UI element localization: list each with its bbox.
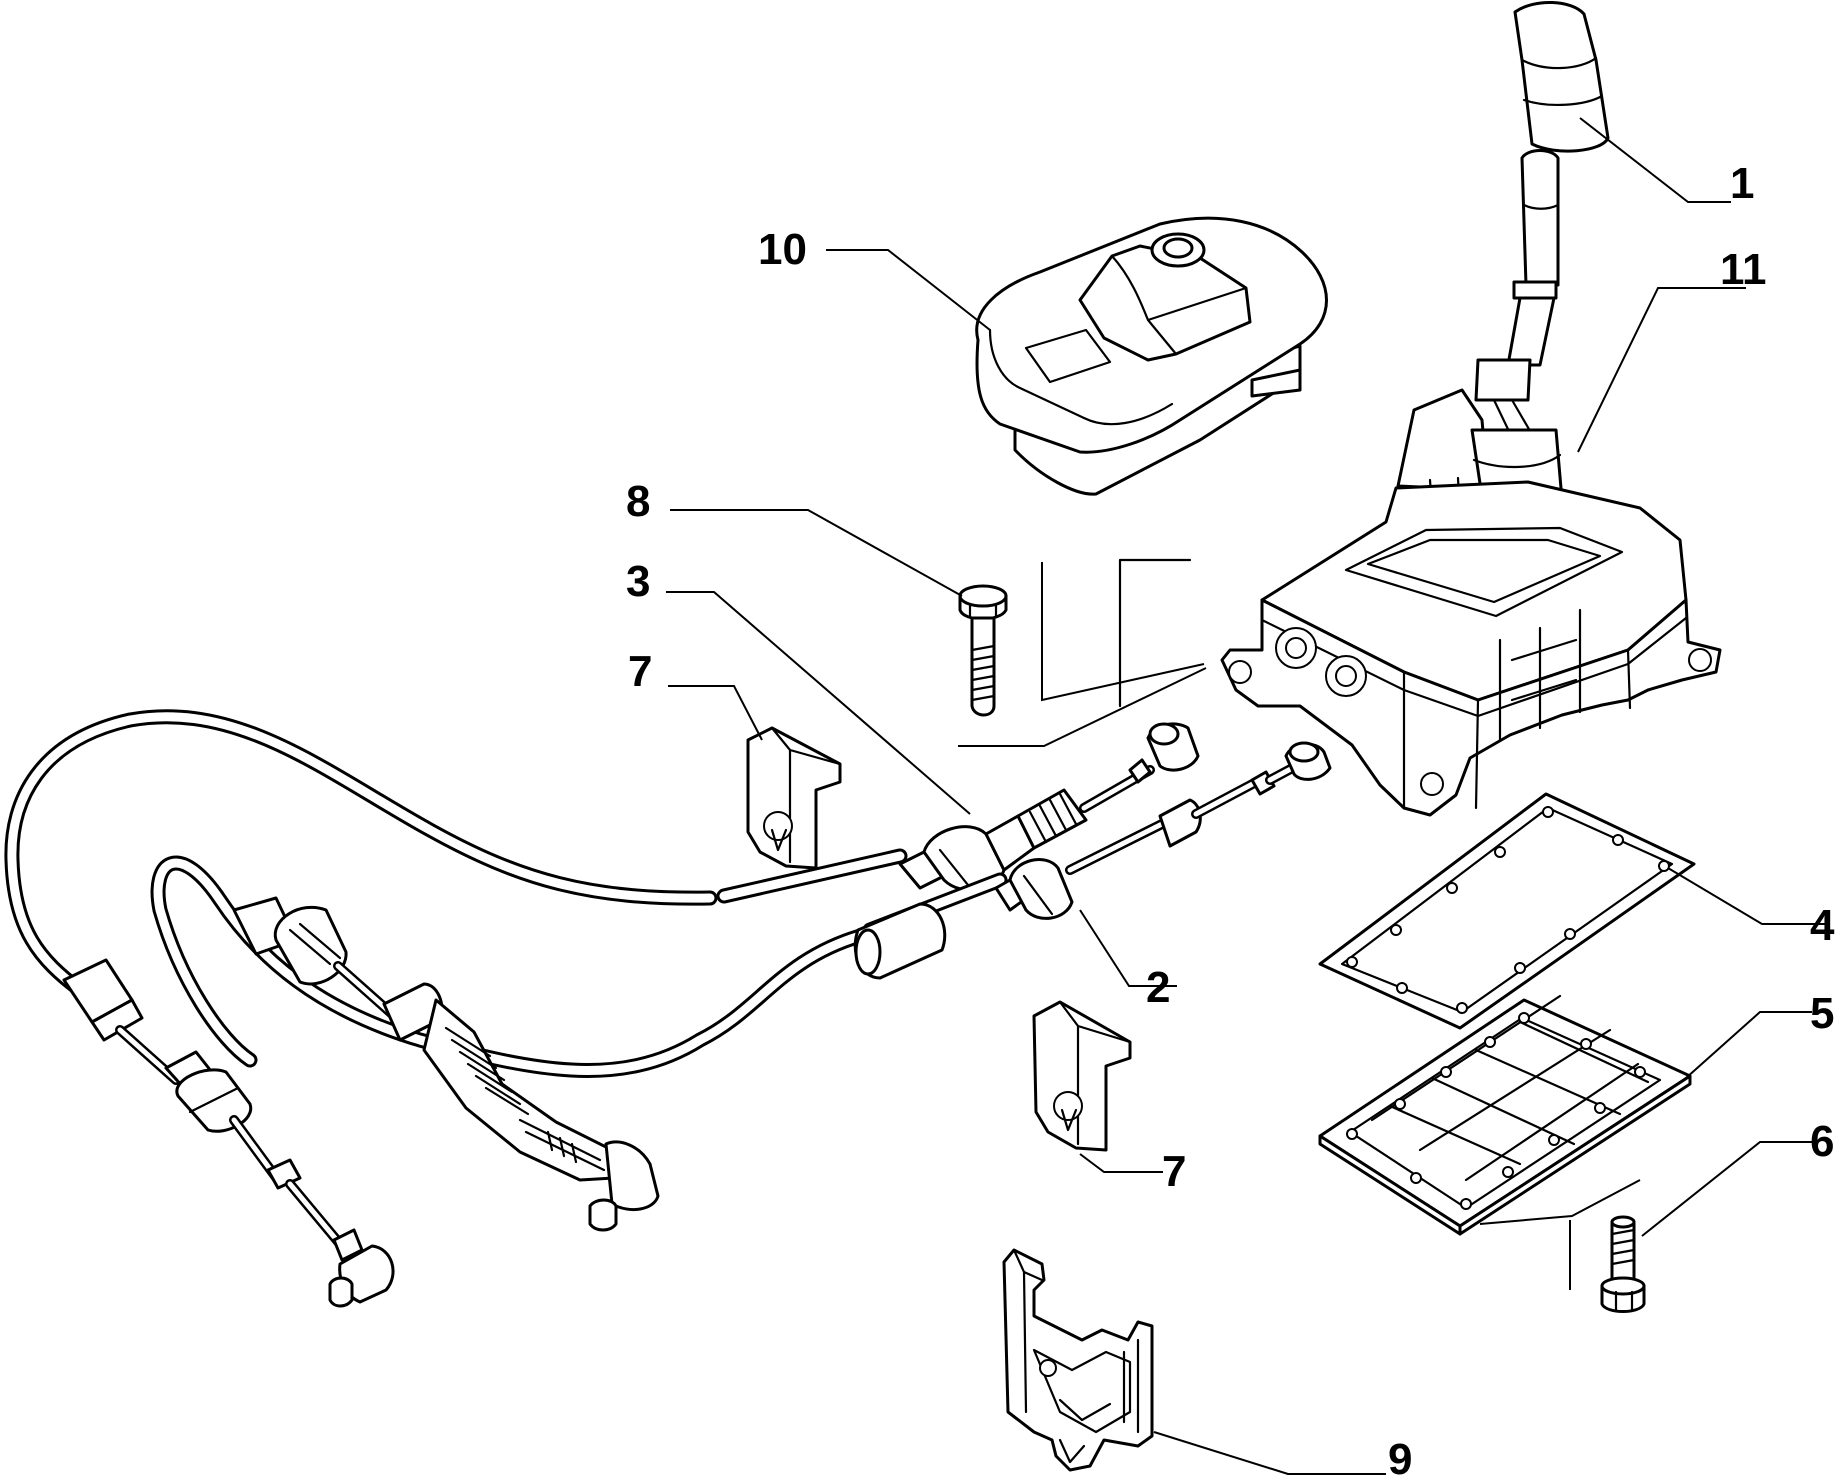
callout-9: 9: [1388, 1435, 1412, 1478]
callout-7-lower: 7: [1162, 1147, 1186, 1196]
cable-bracket: [1002, 1248, 1154, 1472]
leader-4: [1667, 867, 1827, 925]
leader-housing-b: [958, 667, 1207, 747]
callout-7-upper: 7: [628, 647, 652, 696]
leader-2: [1079, 909, 1177, 987]
leader-lines: [666, 117, 1827, 1475]
base-plate: [1318, 994, 1692, 1236]
bolt: [958, 584, 1008, 717]
callout-10: 10: [758, 225, 807, 274]
leader-5: [1685, 1011, 1812, 1079]
leader-7a: [668, 685, 763, 741]
shift-cable: [150, 741, 1332, 1232]
gasket: [1318, 792, 1696, 1030]
leader-9: [1153, 1431, 1386, 1475]
callout-4: 4: [1810, 901, 1835, 950]
callout-2: 2: [1146, 963, 1170, 1012]
leader-6: [1641, 1141, 1812, 1237]
leader-7b: [1079, 1153, 1163, 1173]
cable-clip-upper: [746, 726, 842, 870]
screw: [1600, 1215, 1646, 1313]
callout-8: 8: [626, 477, 650, 526]
selector-cable: [4, 558, 1200, 1308]
leader-plate-a: [1479, 1179, 1641, 1225]
shift-boot-cover: [975, 216, 1328, 496]
leader-1: [1579, 117, 1731, 203]
leader-10: [826, 249, 991, 331]
callout-3: 3: [626, 557, 650, 606]
callout-11: 11: [1720, 245, 1767, 294]
callout-1: 1: [1730, 159, 1754, 208]
leader-housing-a: [1041, 562, 1205, 702]
gear-shifter-assembly: [1220, 149, 1722, 817]
cable-clip-lower: [1032, 1000, 1132, 1152]
leader-3: [666, 591, 971, 815]
callout-6: 6: [1810, 1117, 1834, 1166]
leader-8: [670, 509, 963, 597]
leader-11: [1577, 287, 1746, 453]
gear-knob: [1513, 0, 1610, 153]
callout-5: 5: [1810, 989, 1834, 1038]
callout-labels: 1 2 3 4 5 6 7 7 8 9 10 11: [626, 159, 1835, 1478]
